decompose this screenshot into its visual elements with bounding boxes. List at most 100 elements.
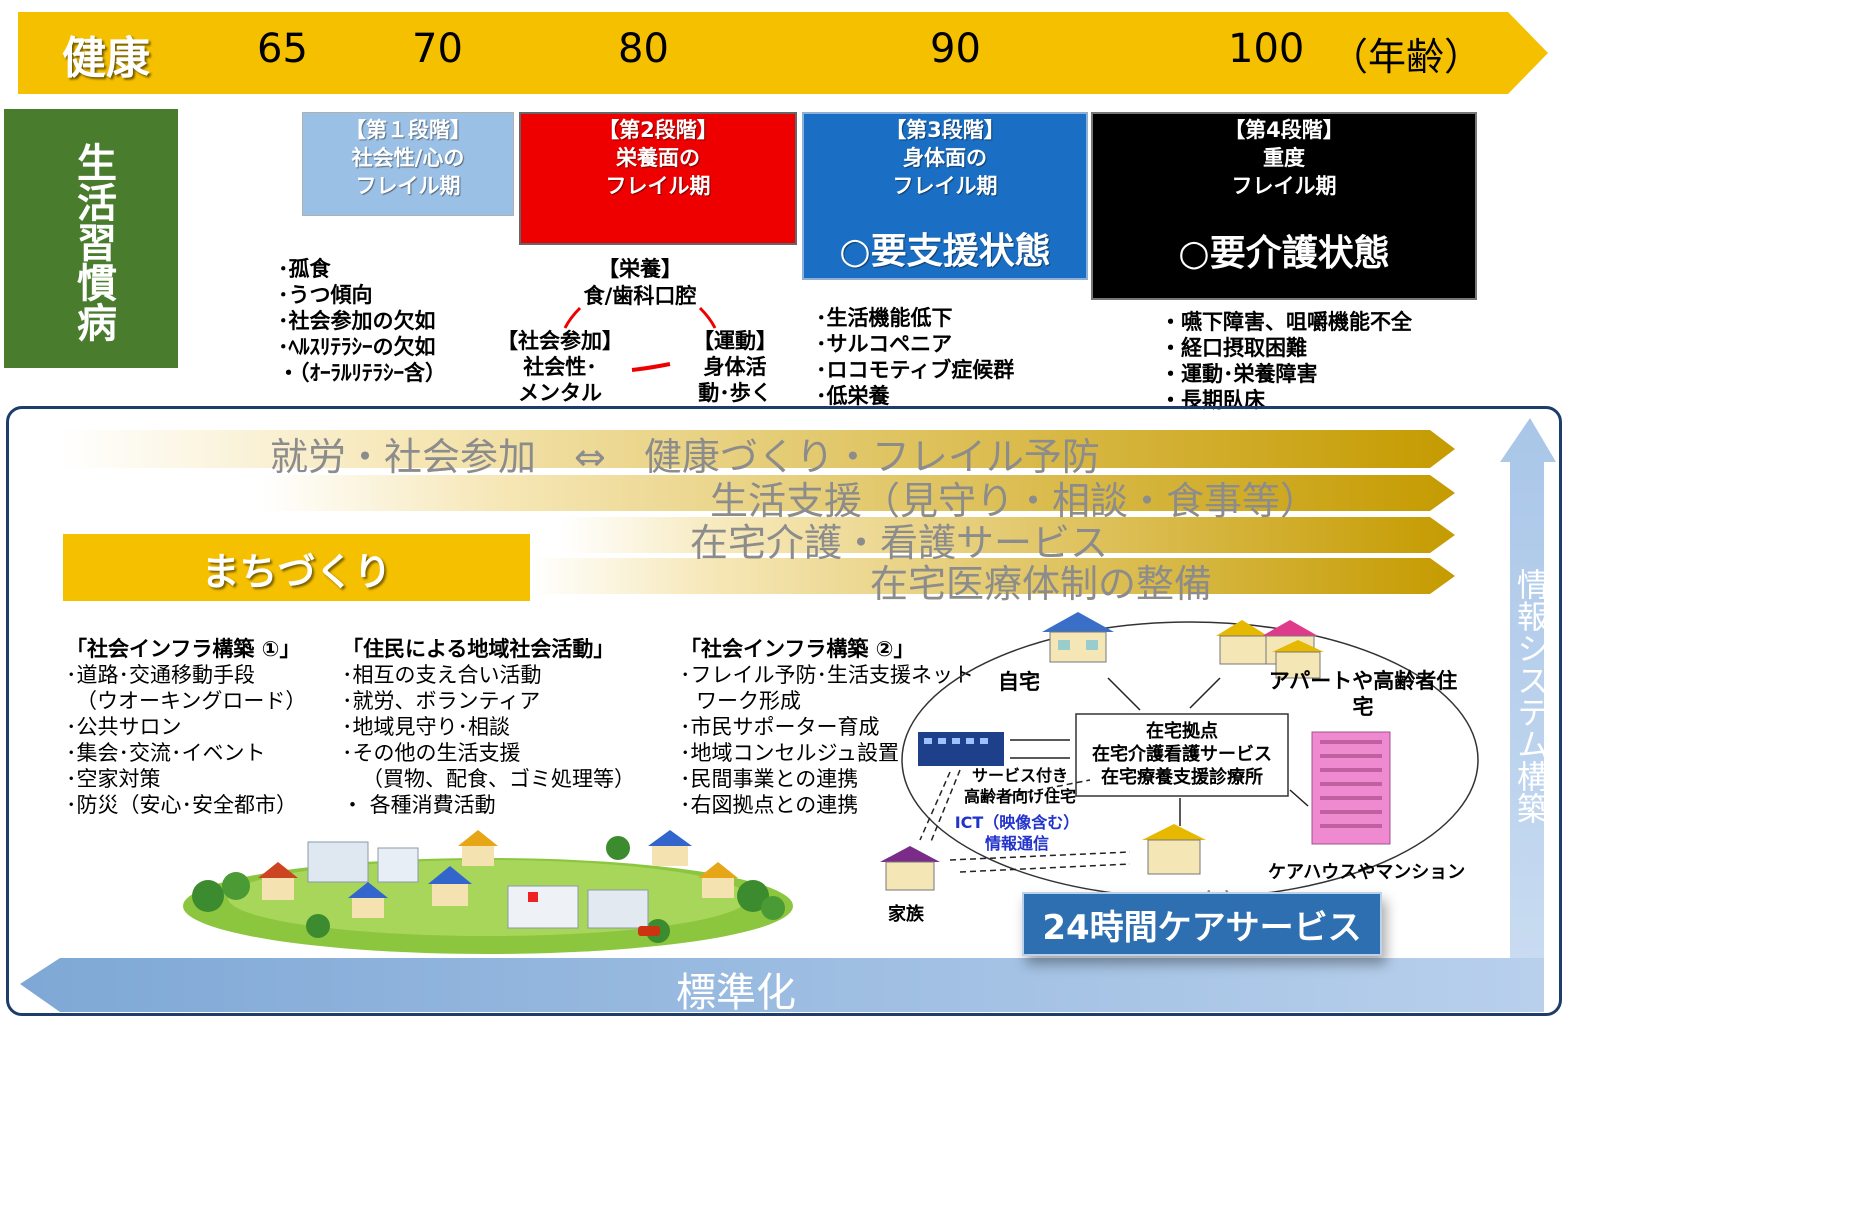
- list-item: ･低栄養: [816, 384, 890, 408]
- list-item: ･地域コンセルジュ設置: [680, 741, 900, 765]
- home-label: 自宅: [998, 670, 1040, 694]
- age-80: 80: [618, 26, 669, 72]
- list-item: ・（ｵｰﾗﾙﾘﾃﾗｼｰ含）: [278, 361, 446, 385]
- community-frame: [6, 406, 1562, 1016]
- stage-1-line1: 社会性/心の: [351, 146, 465, 170]
- list-item: ･生活機能低下: [816, 306, 953, 330]
- hub-line1: 在宅拠点: [1146, 721, 1218, 742]
- stage-2-text: 【第2段階】 栄養面の フレイル期: [519, 116, 797, 200]
- age-65: 65: [257, 26, 308, 72]
- list-item: ・運動･栄養障害: [1160, 362, 1318, 386]
- list-item: ・嚥下障害、咀嚼機能不全: [1160, 310, 1412, 334]
- 24h-care-service-label: 24時間ケアサービス: [1042, 908, 1362, 948]
- list-item: ･その他の生活支援: [342, 741, 521, 765]
- stage-3-title: 【第3段階】: [885, 118, 1005, 142]
- machizukuri-label: まちづくり: [201, 550, 392, 594]
- list-item: ･民間事業との連携: [680, 767, 859, 791]
- column-title: 「社会インフラ構築 ②」: [680, 637, 915, 661]
- list-item: ･空家対策: [66, 767, 161, 791]
- stage-1-items: ･孤食 ･うつ傾向 ･社会参加の欠如 ･ﾍﾙｽﾘﾃﾗｼｰの欠如 ・（ｵｰﾗﾙﾘﾃ…: [278, 256, 446, 386]
- info-system-label: 情報システム構築: [1512, 568, 1550, 824]
- stage-4-items: ・嚥下障害、咀嚼機能不全 ・経口摂取困難 ・運動･栄養障害 ・長期臥床: [1160, 309, 1412, 413]
- stage-3-box: [802, 112, 1088, 280]
- list-item: ･市民サポーター育成: [680, 715, 880, 739]
- list-item: ･防災（安心･安全都市）: [66, 793, 297, 817]
- band-life-support: 生活支援（見守り・相談・食事等）: [710, 479, 1319, 523]
- apartment-line1: アパートや高齢者住: [1268, 669, 1458, 693]
- social-line2: メンタル: [518, 381, 602, 405]
- list-item: ･サルコペニア: [816, 332, 953, 356]
- list-item: ･社会参加の欠如: [278, 309, 436, 333]
- health-label: 健康: [62, 33, 150, 84]
- care-network-diagram: [880, 612, 1479, 899]
- social-participation-block: 【社会参加】 社会性･ メンタル: [494, 328, 626, 406]
- stage-3-status: ○要支援状態: [839, 231, 1051, 272]
- exercise-title: 【運動】: [693, 329, 777, 353]
- stage-1-box: [302, 112, 514, 216]
- stage-2-title: 【第2段階】: [598, 118, 718, 142]
- list-item: ･地域見守り･相談: [342, 715, 510, 739]
- cycle-arrows: [563, 306, 717, 372]
- stage-4-line2: フレイル期: [1231, 174, 1337, 198]
- list-item: ･相互の支え合い活動: [342, 663, 542, 687]
- residents-activity-column: 「住民による地域社会活動」 ･相互の支え合い活動 ･就労、ボランティア ･地域見…: [342, 636, 635, 818]
- stage-2-line2: フレイル期: [605, 174, 711, 198]
- column-title: 「社会インフラ構築 ①」: [66, 637, 301, 661]
- stage-4-title: 【第4段階】: [1224, 118, 1344, 142]
- service-housing-line2: 高齢者向け住宅: [963, 787, 1076, 806]
- stage-3-line1: 身体面の: [903, 146, 987, 170]
- ict-line2: 情報通信: [984, 834, 1049, 853]
- nutrition-block: 【栄養】 食/歯科口腔: [560, 256, 720, 310]
- list-item: ・ 各種消費活動: [342, 793, 496, 817]
- band-home-care: 在宅介護・看護サービス: [690, 521, 1109, 565]
- lifestyle-disease-box: [4, 109, 178, 368]
- lifestyle-disease-label: 生活習慣病: [70, 142, 116, 342]
- list-item: ･フレイル予防･生活支援ネット: [680, 663, 974, 687]
- stage-4-box: [1091, 112, 1477, 300]
- hub-line2: 在宅介護看護サービス: [1092, 744, 1272, 765]
- column-title: 「住民による地域社会活動」: [342, 637, 615, 661]
- age-90: 90: [930, 26, 981, 72]
- stage-2-box: [519, 112, 797, 245]
- exercise-line2: 動･歩く: [698, 381, 772, 405]
- list-item: ･就労、ボランティア: [342, 689, 541, 713]
- list-item: ワーク形成: [696, 689, 801, 713]
- list-item: ･道路･交通移動手段: [66, 663, 255, 687]
- list-item: ･公共サロン: [66, 715, 182, 739]
- stage-4-text: 【第4段階】 重度 フレイル期: [1091, 116, 1477, 200]
- list-item: ･ロコモティブ症候群: [816, 358, 1015, 382]
- stage-3-items: ･生活機能低下 ･サルコペニア ･ロコモティブ症候群 ･低栄養: [816, 305, 1014, 409]
- stage-3-text: 【第3段階】 身体面の フレイル期: [802, 116, 1088, 200]
- town-illustration: [183, 830, 793, 954]
- stage-1-text: 【第１段階】 社会性/心の フレイル期: [302, 116, 514, 200]
- exercise-line1: 身体活: [703, 355, 767, 379]
- social-line1: 社会性･: [523, 355, 597, 379]
- apartment-label: アパートや高齢者住 宅: [1268, 668, 1458, 720]
- list-item: ・経口摂取困難: [1160, 336, 1307, 360]
- band-employment: 就労・社会参加 ⇔ 健康づくり・フレイル予防: [270, 435, 1100, 479]
- age-unit: （年齢）: [1330, 35, 1483, 79]
- exercise-block: 【運動】 身体活 動･歩く: [690, 328, 780, 406]
- list-item: ･ﾍﾙｽﾘﾃﾗｼｰの欠如: [278, 335, 436, 359]
- ict-line1: ICT（映像含む）: [954, 813, 1080, 832]
- service-housing-label: サービス付き 高齢者向け住宅: [950, 765, 1090, 807]
- infrastructure-1-column: 「社会インフラ構築 ①」 ･道路･交通移動手段 （ウオーキングロード） ･公共サ…: [66, 636, 306, 818]
- stage-1-title: 【第１段階】: [345, 118, 471, 142]
- ict-label: ICT（映像含む） 情報通信: [942, 812, 1092, 854]
- stage-4-line1: 重度: [1263, 146, 1305, 170]
- care-house-label: ケアハウスやマンション: [1268, 862, 1466, 883]
- age-timeline-arrow: [18, 12, 1548, 94]
- band-home-medical: 在宅医療体制の整備: [870, 562, 1213, 606]
- stage-4-status: ○要介護状態: [1178, 233, 1390, 274]
- service-housing-line1: サービス付き: [971, 766, 1068, 785]
- list-item: （買物、配食、ゴミ処理等）: [362, 767, 635, 791]
- standardization-label: 標準化: [676, 970, 796, 1016]
- infrastructure-2-column: 「社会インフラ構築 ②」 ･フレイル予防･生活支援ネット ワーク形成 ･市民サポ…: [680, 636, 974, 818]
- home-care-hub: 在宅拠点 在宅介護看護サービス 在宅療養支援診療所: [1076, 720, 1288, 789]
- age-70: 70: [412, 26, 463, 72]
- family-label: 家族: [888, 904, 924, 925]
- list-item: （ウオーキングロード）: [76, 689, 307, 713]
- stage-2-line1: 栄養面の: [616, 146, 700, 170]
- 24h-care-service-badge: [1022, 892, 1382, 956]
